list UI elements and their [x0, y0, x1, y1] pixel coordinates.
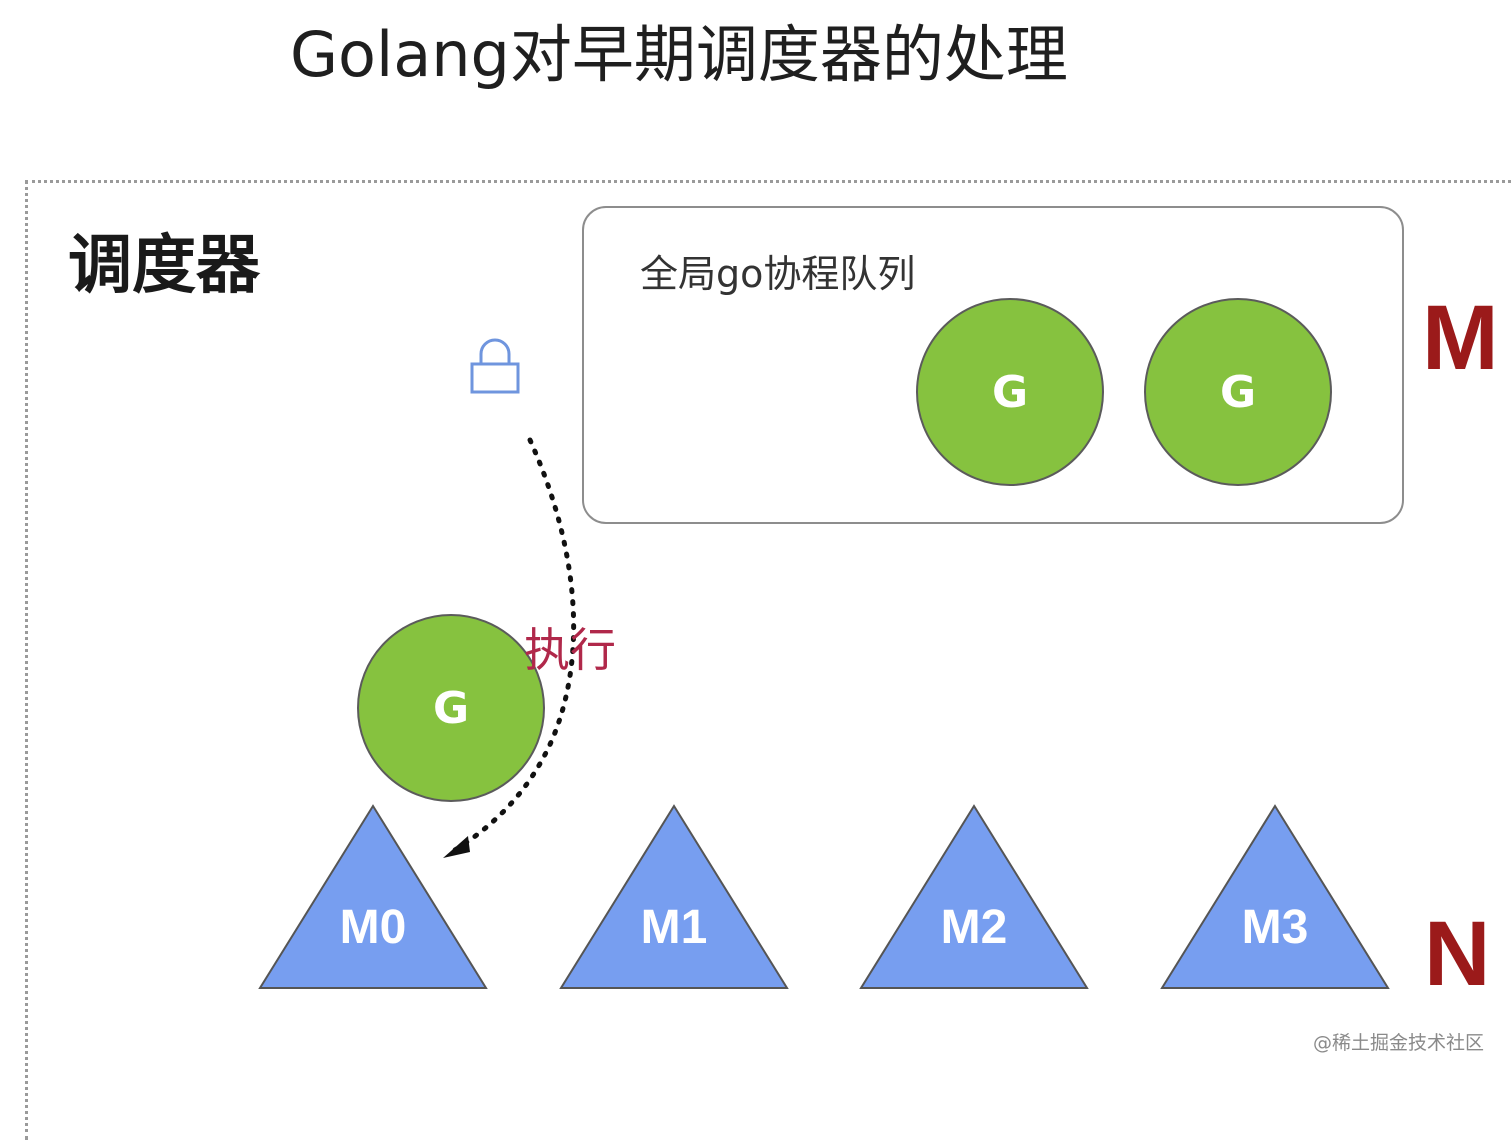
lock-icon — [468, 334, 522, 396]
watermark: @稀土掘金技术社区 — [1312, 1032, 1484, 1054]
goroutine-label: G — [432, 682, 470, 734]
scheduler-label: 调度器 — [68, 229, 260, 303]
thread-label: M2 — [940, 901, 1008, 954]
thread-m2: M2 — [859, 804, 1089, 990]
scheduler-frame — [25, 180, 1512, 1140]
running-goroutine: G — [357, 614, 545, 802]
thread-m0: M0 — [258, 804, 488, 990]
goroutine-label: G — [1219, 366, 1257, 418]
goroutine-label: G — [991, 366, 1029, 418]
thread-label: M1 — [640, 901, 708, 954]
exec-label: 执行 — [524, 623, 616, 677]
queue-goroutine-1: G — [916, 298, 1104, 486]
m-label: M — [1422, 287, 1499, 389]
thread-label: M0 — [339, 901, 407, 954]
exec-arrow — [443, 437, 577, 858]
queue-goroutine-2: G — [1144, 298, 1332, 486]
thread-m1: M1 — [559, 804, 789, 990]
thread-label: M3 — [1241, 901, 1309, 954]
thread-m3: M3 — [1160, 804, 1390, 990]
n-label: N — [1424, 903, 1491, 1005]
global-queue-label: 全局go协程队列 — [640, 252, 916, 296]
page-title: Golang对早期调度器的处理 — [290, 18, 1068, 91]
